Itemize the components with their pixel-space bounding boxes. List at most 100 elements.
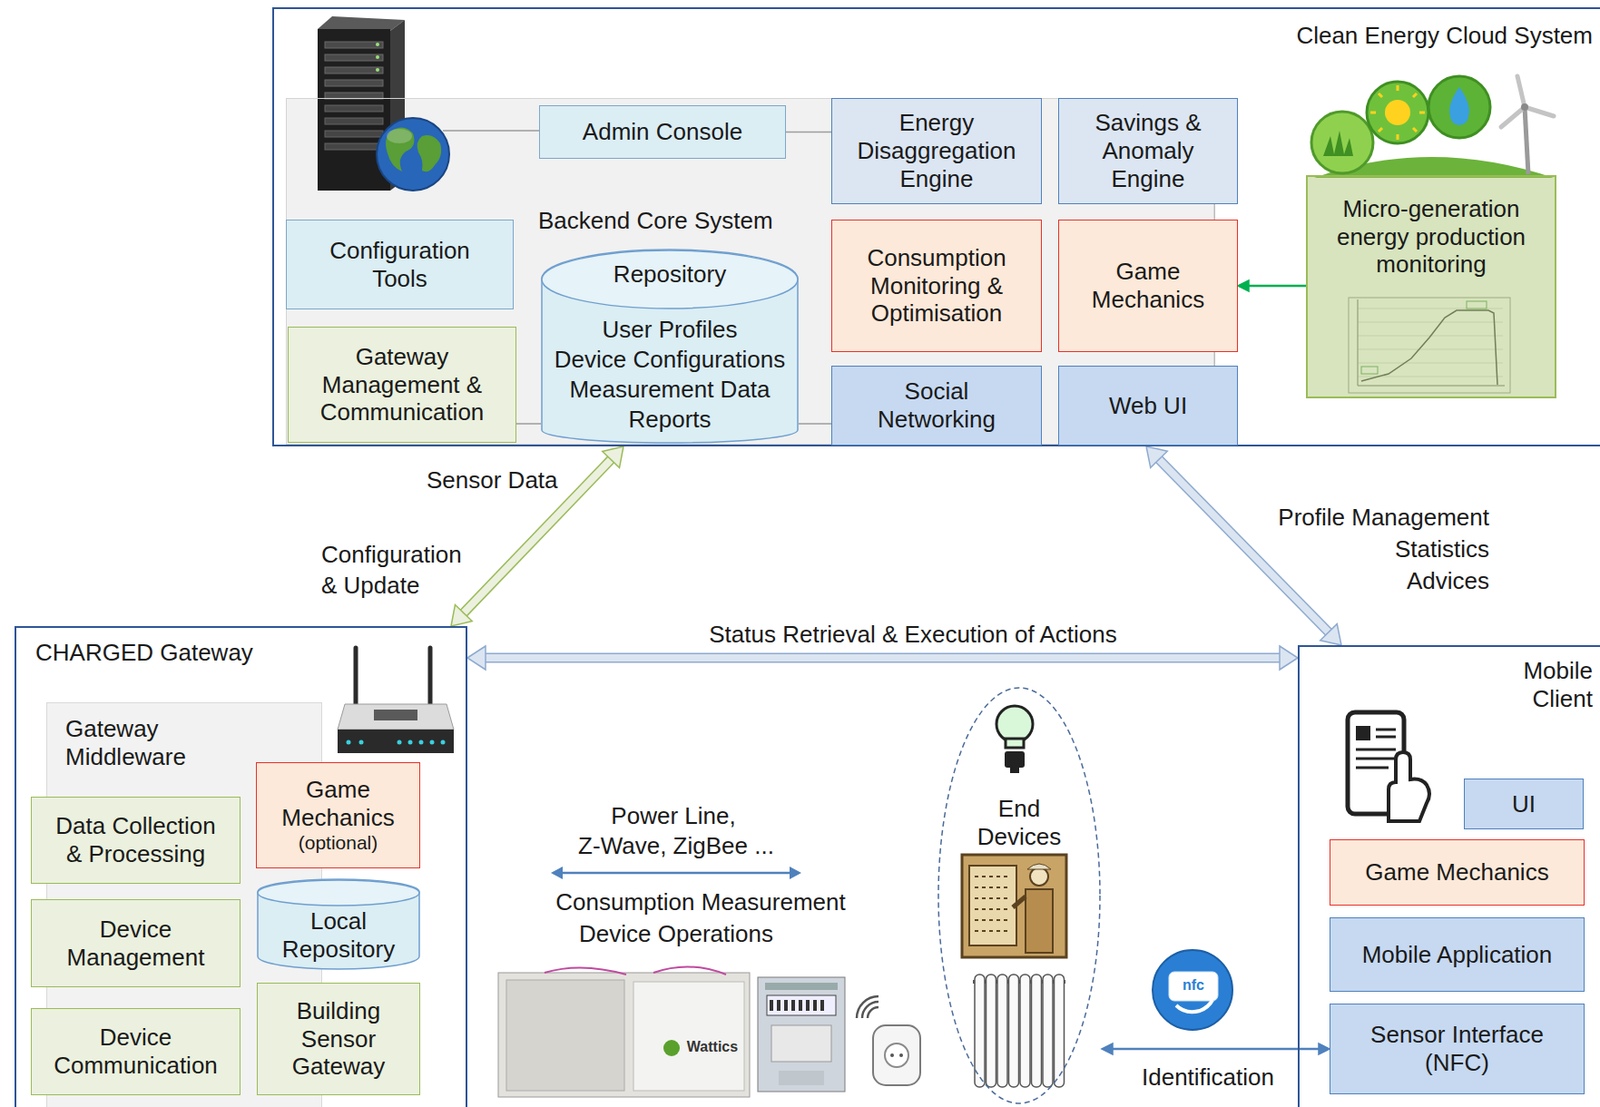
process-box: Data Collection & Processing bbox=[30, 796, 241, 884]
nfc-icon-part bbox=[1168, 971, 1218, 1002]
node-text: Gateway Middleware bbox=[65, 715, 229, 771]
smart-plug-icon bbox=[856, 996, 921, 1086]
bulb-icon bbox=[996, 706, 1033, 774]
process-box: Energy Disaggregation Engine bbox=[831, 98, 1042, 205]
node-text: Local Repository bbox=[269, 907, 408, 963]
cylinder-top bbox=[257, 880, 420, 906]
process-box: Device Communication bbox=[30, 1008, 241, 1096]
process-box: Admin Console bbox=[539, 105, 786, 159]
node-text: Energy Disaggregation Engine bbox=[843, 108, 1031, 193]
renewable-icons-part bbox=[1524, 107, 1529, 175]
electricity-meter-photo-part bbox=[765, 982, 838, 991]
process-box: Game Mechanics(optional) bbox=[255, 762, 421, 869]
renewable-icons-part bbox=[1521, 103, 1529, 111]
meter-cabinet-photo-part bbox=[506, 980, 625, 1091]
electrician-picture-part bbox=[1025, 889, 1053, 953]
powerline-arrow bbox=[550, 866, 802, 880]
node-text: End Devices bbox=[964, 795, 1074, 851]
system-boundary: CHARGED GatewayGateway MiddlewareGame Me… bbox=[14, 626, 468, 1107]
connector-outline bbox=[485, 653, 1280, 664]
bulb-icon-part bbox=[1004, 751, 1025, 768]
router-icon-part bbox=[359, 740, 364, 746]
device-group-ellipse: End Devices bbox=[936, 686, 1102, 1106]
process-box: Mobile Application bbox=[1329, 917, 1585, 992]
server-icon-part bbox=[375, 55, 380, 59]
phone-icon-part bbox=[1355, 729, 1396, 768]
arrowhead bbox=[1101, 1043, 1113, 1055]
process-box: Social Networking bbox=[831, 365, 1042, 446]
edge-label: Identification bbox=[1141, 1063, 1275, 1092]
renewable-icons-part bbox=[1366, 81, 1429, 144]
powerline-arrow-part bbox=[560, 872, 792, 875]
process-box: Gateway Management & Communication bbox=[287, 326, 517, 443]
powerline-arrow-part bbox=[550, 866, 563, 880]
renewable-icons-part bbox=[1370, 85, 1425, 140]
renewable-icons-part bbox=[1311, 111, 1374, 174]
annotation-label: Configuration bbox=[321, 540, 462, 570]
node-text: Social Networking bbox=[853, 377, 1020, 433]
database-cylinder: RepositoryUser ProfilesDevice Configurat… bbox=[540, 249, 799, 444]
process-box: Configuration Tools bbox=[285, 219, 514, 310]
node-text: Sensor Interface (NFC) bbox=[1348, 1020, 1566, 1077]
server-icon-part bbox=[324, 79, 383, 87]
node-text: Device Configurations bbox=[540, 345, 799, 374]
electricity-meter-photo-part bbox=[771, 1000, 823, 1012]
dashed-ellipse bbox=[938, 687, 1100, 1104]
renewable-icons-part bbox=[1449, 87, 1470, 126]
router-icon-part bbox=[428, 647, 433, 707]
node-text: Savings & Anomaly Engine bbox=[1071, 108, 1225, 193]
node-text: UI bbox=[1511, 790, 1536, 819]
smart-plug-icon-part bbox=[873, 1025, 921, 1086]
nfc-icon bbox=[1152, 950, 1233, 1031]
node-text: CHARGED Gateway bbox=[35, 638, 308, 668]
electricity-meter-photo bbox=[757, 977, 845, 1092]
nfc-icon-part bbox=[1152, 950, 1233, 1031]
process-box: Consumption Monitoring & Optimisation bbox=[831, 219, 1042, 353]
process-box: Sensor Interface (NFC) bbox=[1329, 1003, 1585, 1095]
node-text: Mobile Client bbox=[1492, 657, 1593, 713]
radiator-icon-part bbox=[1009, 974, 1020, 1088]
router-icon-part bbox=[419, 740, 424, 746]
server-icon-part bbox=[317, 16, 405, 31]
router-icon-part bbox=[408, 740, 413, 746]
radiator-icon bbox=[972, 974, 1066, 1088]
connector bbox=[1146, 446, 1342, 646]
node-text: Clean Energy Cloud System bbox=[1229, 21, 1593, 50]
electrician-picture-part bbox=[1030, 867, 1049, 886]
connector-shaft bbox=[485, 654, 1280, 662]
router-icon-part bbox=[337, 704, 454, 730]
process-box: Micro-generation energy production monit… bbox=[1305, 175, 1557, 399]
annotation-label: Device Operations bbox=[579, 920, 774, 949]
annotation-label: & Update bbox=[321, 571, 420, 600]
renewable-icons bbox=[1311, 76, 1554, 178]
electricity-meter-photo-part bbox=[778, 1070, 825, 1086]
node-text: Device Management bbox=[49, 915, 222, 972]
node-text: Reports bbox=[540, 405, 799, 434]
node-text: Consumption Monitoring & Optimisation bbox=[844, 244, 1029, 328]
renewable-icons-part bbox=[1428, 76, 1491, 138]
node-text: Configuration Tools bbox=[304, 236, 495, 293]
process-box: Web UI bbox=[1058, 365, 1238, 446]
system-boundary: Mobile ClientUIGame MechanicsMobile Appl… bbox=[1297, 645, 1600, 1107]
phone-icon bbox=[1347, 712, 1430, 822]
arrowhead bbox=[467, 646, 486, 670]
electrician-picture-part bbox=[974, 876, 1012, 932]
server-icon-part bbox=[324, 41, 383, 49]
connector bbox=[1237, 280, 1306, 292]
arrowhead bbox=[1237, 280, 1249, 292]
router-icon-part bbox=[337, 729, 454, 754]
meter-cabinet-photo-part bbox=[498, 972, 750, 1098]
annotation-label: Profile Management bbox=[1277, 503, 1490, 532]
smart-plug-icon-part bbox=[890, 1053, 894, 1058]
server-icon-part bbox=[375, 42, 380, 47]
meter-cabinet-photo-part bbox=[663, 1040, 680, 1057]
server-icon-part bbox=[375, 68, 380, 72]
connector-line bbox=[1248, 284, 1306, 288]
smart-plug-icon-part bbox=[899, 1053, 904, 1058]
renewable-icons-part bbox=[1501, 76, 1554, 128]
electricity-meter-photo-part bbox=[757, 977, 845, 1092]
electricity-meter-photo-part bbox=[766, 995, 836, 1016]
subsystem-panel: Gateway MiddlewareGame Mechanics(optiona… bbox=[46, 702, 323, 1107]
bulb-icon-part bbox=[1005, 738, 1024, 748]
cylinder-body bbox=[257, 879, 420, 970]
